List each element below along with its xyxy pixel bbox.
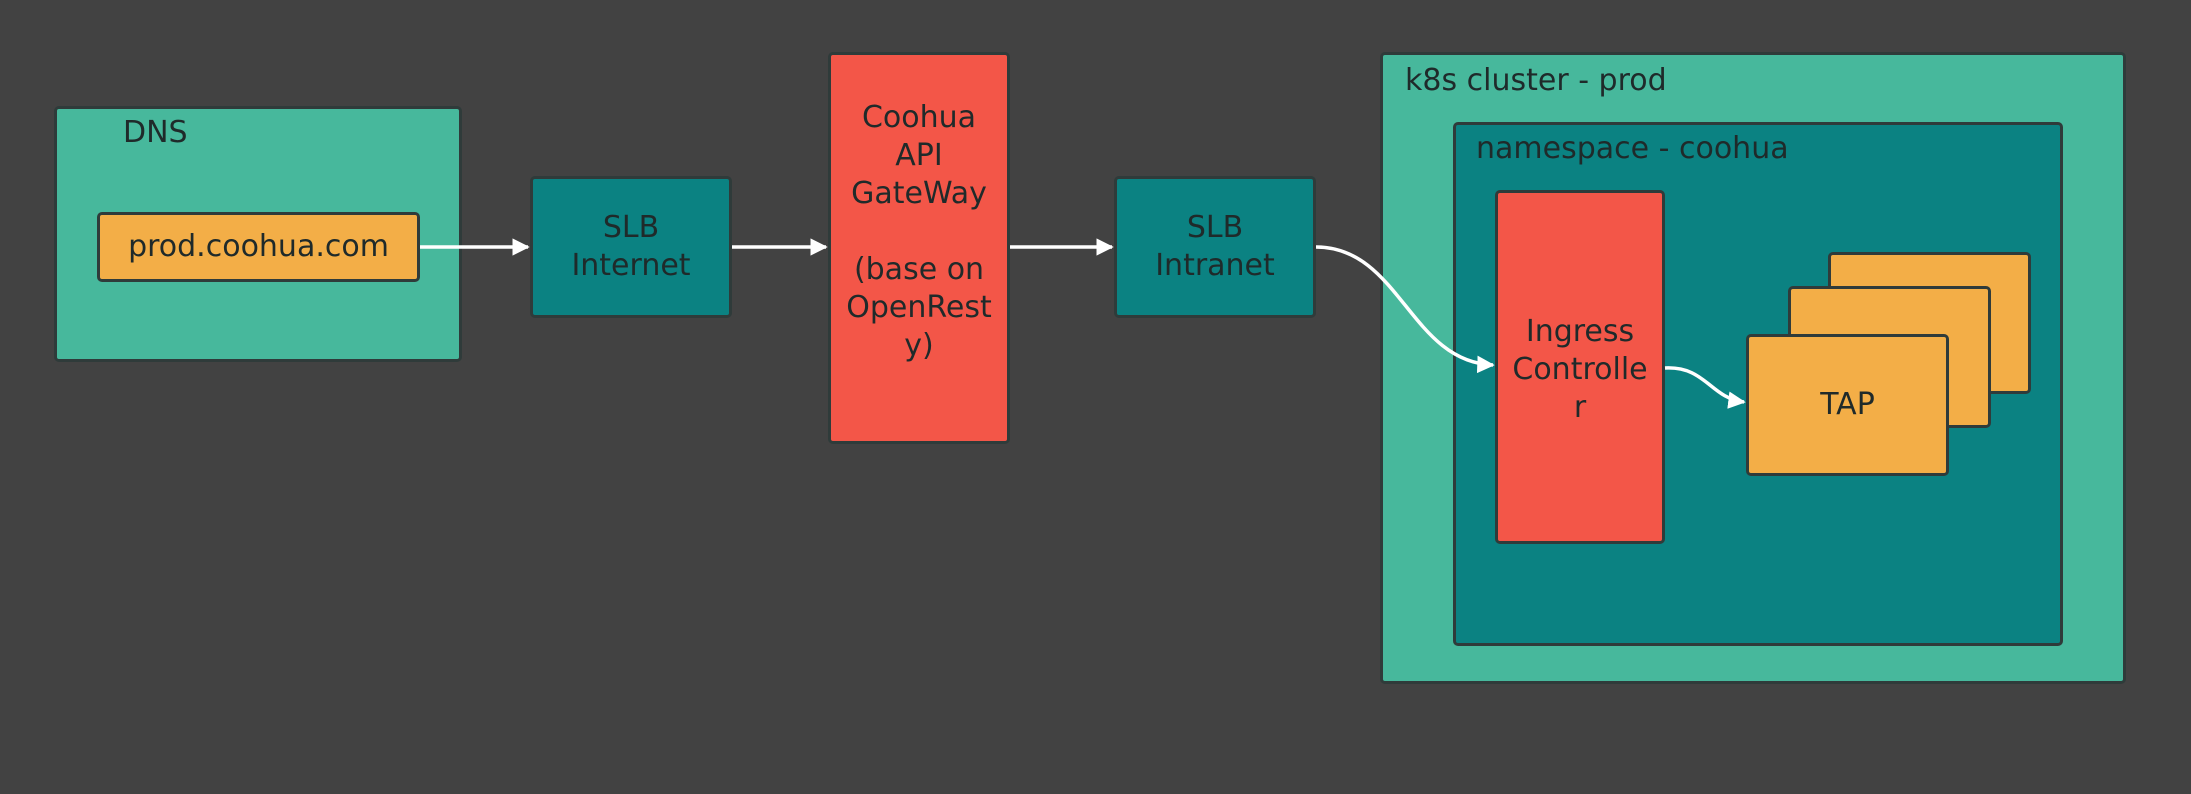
ingress-controller-node[interactable]: Ingress Controlle r [1495, 190, 1665, 544]
domain-label: prod.coohua.com [128, 229, 389, 264]
edge-slb-intranet-to-ingress [1315, 245, 1495, 374]
slb-internet-label: SLB Internet [571, 210, 691, 283]
slb-intranet-label: SLB Intranet [1155, 210, 1275, 283]
domain-node[interactable]: prod.coohua.com [97, 212, 420, 282]
slb-intranet-node[interactable]: SLB Intranet [1114, 176, 1316, 318]
cluster-title: k8s cluster - prod [1405, 63, 1667, 98]
dns-title: DNS [123, 115, 188, 150]
slb-internet-node[interactable]: SLB Internet [530, 176, 732, 318]
tap-node[interactable]: TAP [1746, 334, 1949, 476]
edge-ingress-to-tap [1664, 366, 1746, 409]
namespace-title: namespace - coohua [1476, 131, 1789, 166]
ingress-controller-label: Ingress Controlle r [1512, 314, 1648, 425]
api-gateway-label: Coohua API GateWay (base on OpenRest y) [846, 100, 992, 363]
api-gateway-node[interactable]: Coohua API GateWay (base on OpenRest y) [828, 52, 1010, 444]
tap-label: TAP [1820, 387, 1875, 422]
